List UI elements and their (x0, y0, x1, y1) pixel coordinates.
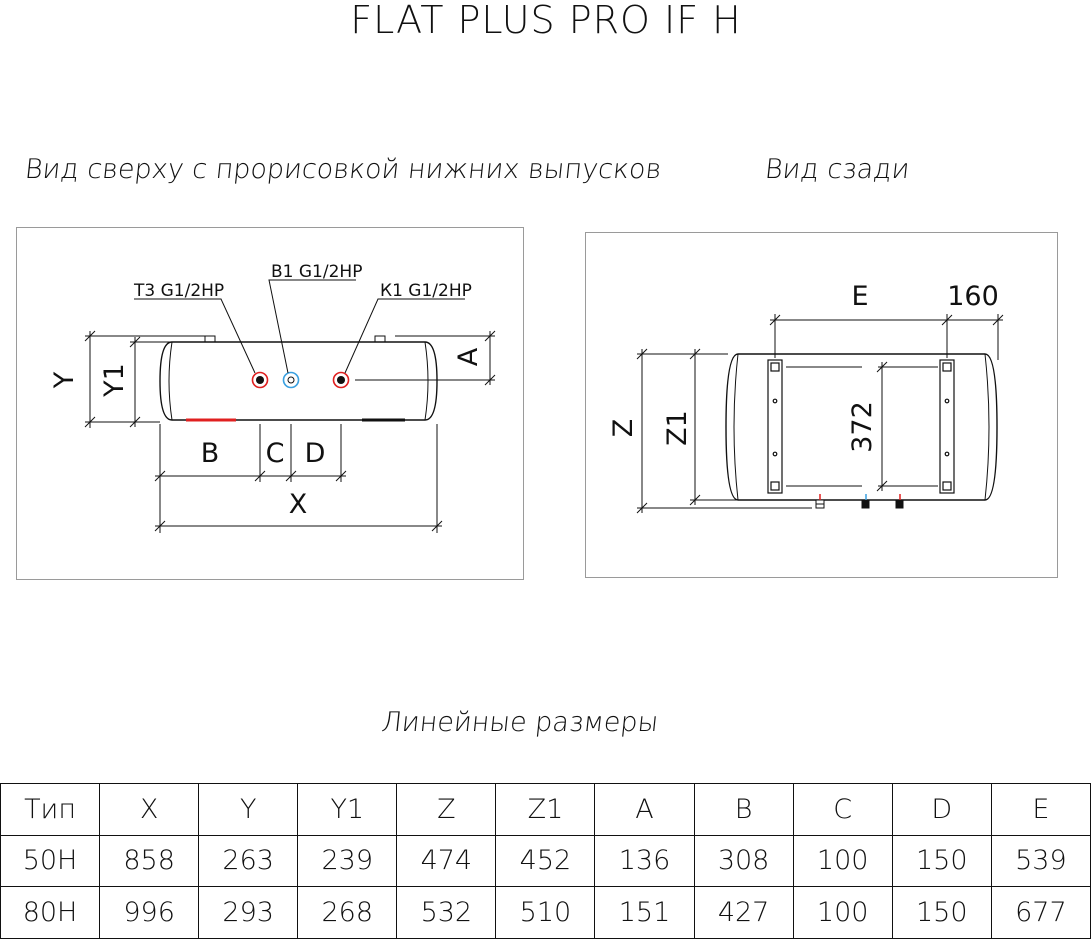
outlet-cold-water (282, 371, 300, 389)
table-cell: 150 (891, 886, 992, 939)
dim-372-lines (786, 361, 938, 492)
table-cell: 510 (495, 886, 596, 939)
dim-z-label: Z (608, 419, 639, 438)
table-cell: 858 (99, 834, 200, 888)
drawing: Т3 G1/2НР В1 G1/2НР К1 G1/2НР Y Y1 A B C… (49, 262, 1004, 533)
dim-y-label: Y (49, 371, 80, 389)
top-view-drawing (84, 279, 496, 533)
table-cell: 100 (792, 886, 893, 939)
outlet-leaders (134, 279, 465, 374)
table-cell: 452 (495, 834, 596, 888)
col-header-z: Z (396, 783, 497, 836)
table-cell: 136 (594, 834, 695, 888)
col-header-z1: Z1 (495, 783, 596, 836)
col-header-e: E (990, 783, 1092, 836)
dim-x-label: X (289, 489, 308, 520)
outlet-drain (332, 371, 350, 389)
col-header-y1: Y1 (297, 783, 398, 836)
col-header-d: D (891, 783, 992, 836)
dims-horizontal-back (769, 314, 1004, 360)
dims-vertical-back (636, 348, 812, 514)
table-cell: 100 (792, 834, 893, 888)
table-cell: 539 (990, 834, 1092, 888)
table-cell: 268 (297, 886, 398, 939)
dim-b-label: B (201, 438, 220, 469)
page-title: FLAT PLUS PRO IF H (350, 0, 742, 42)
table-row: 80H 996 293 268 532 510 151 427 100 150 … (0, 886, 1092, 939)
table-cell: 532 (396, 886, 497, 939)
dims-vertical-top (84, 330, 205, 428)
dim-c-label: C (266, 438, 285, 469)
table-cell: 474 (396, 834, 497, 888)
table-cell: 293 (198, 886, 299, 939)
col-header-type: Тип (0, 783, 101, 836)
table-cell: 263 (198, 834, 299, 888)
back-view-frame (585, 232, 1058, 578)
table-cell: 50H (0, 834, 101, 888)
table-cell: 80H (0, 886, 101, 939)
col-header-x: X (99, 783, 200, 836)
col-header-a: A (594, 783, 695, 836)
mounting-bracket-right (939, 359, 955, 494)
outlet-label-t3: Т3 G1/2НР (133, 281, 224, 301)
dim-372-label: 372 (847, 401, 878, 453)
back-view-drawing (636, 314, 1004, 514)
dim-y1-label: Y1 (99, 363, 130, 398)
table-cell: 677 (990, 886, 1092, 939)
table-cell: 150 (891, 834, 992, 888)
table-cell: 308 (693, 834, 794, 888)
outlet-label-k1: К1 G1/2НР (380, 281, 472, 301)
dim-z1-label: Z1 (662, 410, 693, 446)
dim-a-label: A (453, 347, 484, 366)
bottom-pipes (815, 494, 904, 509)
table-cell: 996 (99, 886, 200, 939)
dim-e-label: E (851, 281, 868, 312)
tank-top-outline (159, 335, 438, 421)
mounting-bracket-left (767, 359, 783, 494)
outlet-label-b1: В1 G1/2НР (271, 262, 362, 282)
table-cell: 427 (693, 886, 794, 939)
table-title: Линейные размеры (380, 707, 660, 738)
table-header-row: Тип X Y Y1 Z Z1 A B C D E (0, 783, 1092, 836)
table-cell: 151 (594, 886, 695, 939)
table-row: 50H 858 263 239 474 452 136 308 100 150 … (0, 834, 1092, 888)
top-view-frame (16, 227, 524, 580)
dims-horizontal-top (154, 424, 443, 533)
col-header-y: Y (198, 783, 299, 836)
dim-160-label: 160 (947, 281, 999, 312)
outlet-hot-water (251, 371, 269, 389)
tank-back-outline (725, 353, 998, 501)
dim-d-label: D (305, 438, 326, 469)
col-header-b: B (693, 783, 794, 836)
table-cell: 239 (297, 834, 398, 888)
dim-a-lines (355, 330, 496, 386)
dimensions-table: Тип X Y Y1 Z Z1 A B C D E 50H 858 263 23… (0, 783, 1092, 939)
col-header-c: C (792, 783, 893, 836)
